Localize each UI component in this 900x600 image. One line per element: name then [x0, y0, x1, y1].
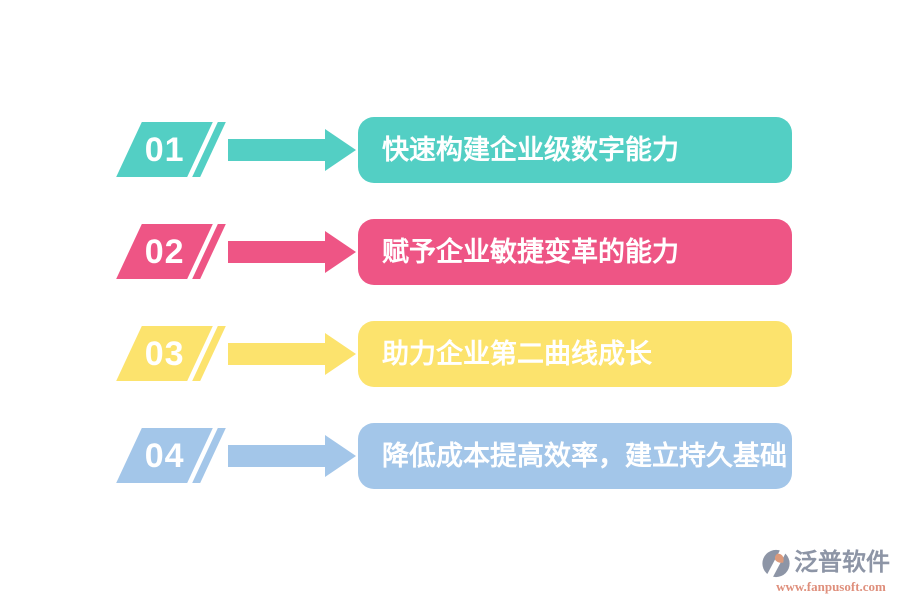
watermark-brand-text: 泛普软件: [794, 550, 890, 577]
step-row-3: 03 助力企业第二曲线成长: [0, 321, 900, 387]
watermark-brand-row: 泛普软件: [761, 549, 900, 578]
step-number-shape: 03: [116, 326, 226, 381]
step-row-1: 01 快速构建企业级数字能力: [0, 117, 900, 183]
arrow-right-icon: [228, 231, 356, 273]
step-label: 助力企业第二曲线成长: [382, 338, 652, 369]
fanpu-logo-icon: [762, 549, 790, 578]
step-label-box: 赋予企业敏捷变革的能力: [358, 219, 792, 285]
step-label: 赋予企业敏捷变革的能力: [382, 236, 679, 267]
step-label-box: 快速构建企业级数字能力: [358, 117, 792, 183]
step-row-2: 02 赋予企业敏捷变革的能力: [0, 219, 900, 285]
step-label-box: 助力企业第二曲线成长: [358, 321, 792, 387]
step-number: 02: [144, 232, 185, 271]
watermark: 泛普软件 www.fanpusoft.com: [761, 549, 900, 595]
step-label: 降低成本提高效率，建立持久基础: [382, 440, 787, 471]
step-number: 04: [144, 436, 185, 475]
arrow-right-icon: [228, 333, 356, 375]
step-label-box: 降低成本提高效率，建立持久基础: [358, 423, 792, 489]
step-label: 快速构建企业级数字能力: [382, 134, 679, 165]
watermark-url-text: www.fanpusoft.com: [776, 579, 886, 594]
arrow-right-icon: [228, 435, 356, 477]
step-number-shape: 04: [116, 428, 226, 483]
step-number-shape: 02: [116, 224, 226, 279]
step-number-shape: 01: [116, 122, 226, 177]
arrow-right-icon: [228, 129, 356, 171]
step-number: 03: [144, 334, 185, 373]
step-row-4: 04 降低成本提高效率，建立持久基础: [0, 423, 900, 489]
step-number: 01: [144, 130, 185, 169]
